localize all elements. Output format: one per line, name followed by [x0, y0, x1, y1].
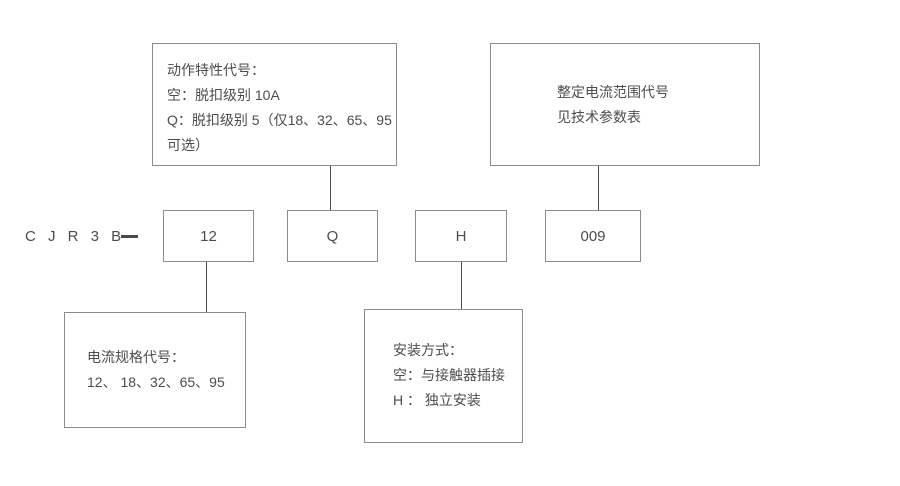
- callout-action-line: 空：脱扣级别 10A: [167, 87, 280, 103]
- callout-current-setting-range: 整定电流范围代号 见技术参数表: [490, 43, 760, 166]
- code-box-mounting: H: [415, 210, 507, 262]
- callout-mounting-line: 空：与接触器插接: [393, 367, 505, 383]
- callout-mounting: 安装方式： 空：与接触器插接 H ： 独立安装: [364, 309, 523, 443]
- callout-current-spec: 电流规格代号： 12、 18、32、65、95: [64, 312, 246, 428]
- callout-mounting-line: 安装方式：: [393, 342, 463, 358]
- code-box-value: 009: [580, 227, 606, 245]
- code-box-value: H: [455, 227, 467, 245]
- callout-mounting-line: H ： 独立安装: [393, 392, 481, 408]
- callout-range-line: 见技术参数表: [557, 109, 641, 125]
- callout-spec-line: 12、 18、32、65、95: [87, 374, 225, 390]
- callout-range-line: 整定电流范围代号: [557, 84, 669, 100]
- code-box-action-characteristic: Q: [287, 210, 378, 262]
- connector-line-h-to-mount: [461, 262, 462, 309]
- code-box-value: 12: [200, 227, 217, 245]
- code-box-setting-range: 009: [545, 210, 641, 262]
- callout-spec-line: 电流规格代号：: [87, 349, 185, 365]
- callout-action-characteristic: 动作特性代号： 空：脱扣级别 10A Q：脱扣级别 5（仅18、32、65、95…: [152, 43, 397, 166]
- callout-action-line: 动作特性代号：: [167, 62, 265, 78]
- separator-dash: [121, 235, 138, 238]
- connector-line-action-to-q: [330, 166, 331, 210]
- code-box-value: Q: [326, 227, 339, 245]
- connector-line-range-to-009: [598, 166, 599, 210]
- callout-action-line: Q：脱扣级别 5（仅18、32、65、95: [167, 112, 392, 128]
- model-prefix-label: C J R 3 B: [25, 228, 126, 245]
- callout-action-line: 可选）: [167, 137, 209, 153]
- connector-line-12-to-spec: [206, 262, 207, 312]
- code-box-current-spec: 12: [163, 210, 254, 262]
